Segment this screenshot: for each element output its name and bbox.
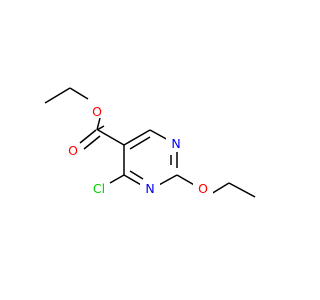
bond-o-ester-carbonyl-c (96, 125, 105, 131)
atom-label-cl: Cl (89, 182, 109, 195)
bond-ch2-o-ester (69, 87, 89, 100)
bond-c5-c6-inner (129, 136, 151, 150)
bond-o-ethoxy-ch2 (210, 182, 230, 195)
bond-layer (44, 87, 256, 198)
bond-o-ester-carbonyl-c-upper (96, 117, 101, 131)
bond-c2-n3 (156, 174, 178, 187)
bond-c2-o-ethoxy (176, 174, 197, 187)
bond-c4-cl (109, 174, 125, 184)
bond-n3-c4 (123, 174, 144, 187)
atom-label-n1: N (166, 137, 186, 150)
atom-label-o-carbonyl: O (63, 144, 83, 157)
molecule-diagram: O O N N Cl O (44, 87, 256, 198)
bond-carbonyl-c-ring-c5 (97, 129, 125, 146)
bond-ch2-ch3-ethoxy (228, 182, 256, 198)
bond-c5-c6 (123, 129, 151, 146)
bond-n3-c4-inner (129, 170, 144, 180)
atom-label-o-ethoxy: O (193, 182, 213, 195)
bond-carbonyl-double-b (83, 135, 101, 150)
bond-ch3-ch2-ester (44, 87, 71, 104)
atom-label-o-ester: O (87, 105, 107, 118)
bond-carbonyl-double-a (79, 129, 97, 144)
atom-label-n3: N (140, 182, 160, 195)
